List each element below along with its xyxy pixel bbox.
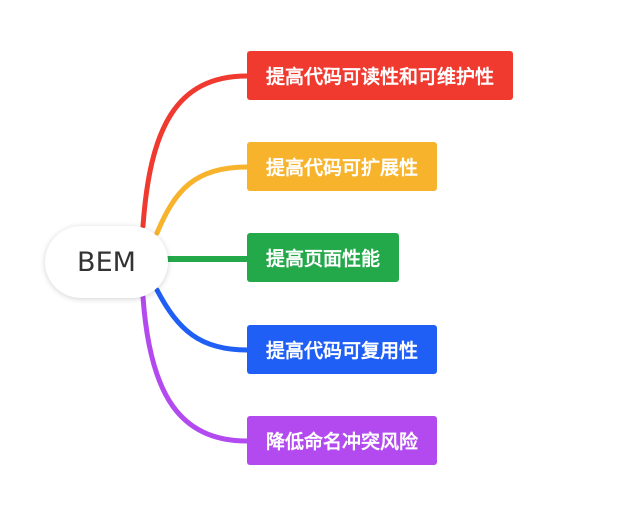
branch-topic-label: 提高代码可复用性 — [266, 340, 419, 362]
connector-branch-4 — [154, 287, 250, 353]
connector-branch-1 — [140, 73, 250, 229]
branch-topic-label: 提高代码可读性和可维护性 — [266, 66, 495, 88]
branch-topic-readability-maintainability[interactable]: 提高代码可读性和可维护性 — [247, 51, 514, 100]
branch-topic-performance[interactable]: 提高页面性能 — [247, 233, 400, 282]
root-topic[interactable]: BEM — [45, 226, 168, 298]
connector-branch-2 — [154, 164, 250, 236]
branch-topic-label: 提高代码可扩展性 — [266, 157, 419, 179]
branch-topic-naming-conflict[interactable]: 降低命名冲突风险 — [247, 416, 438, 465]
branch-topic-extensibility[interactable]: 提高代码可扩展性 — [247, 142, 438, 191]
branch-topic-label: 提高页面性能 — [266, 248, 381, 270]
branch-topic-reusability[interactable]: 提高代码可复用性 — [247, 325, 438, 374]
branch-topic-label: 降低命名冲突风险 — [266, 431, 419, 453]
connector-branch-5 — [140, 294, 250, 444]
root-topic-label: BEM — [77, 246, 136, 278]
